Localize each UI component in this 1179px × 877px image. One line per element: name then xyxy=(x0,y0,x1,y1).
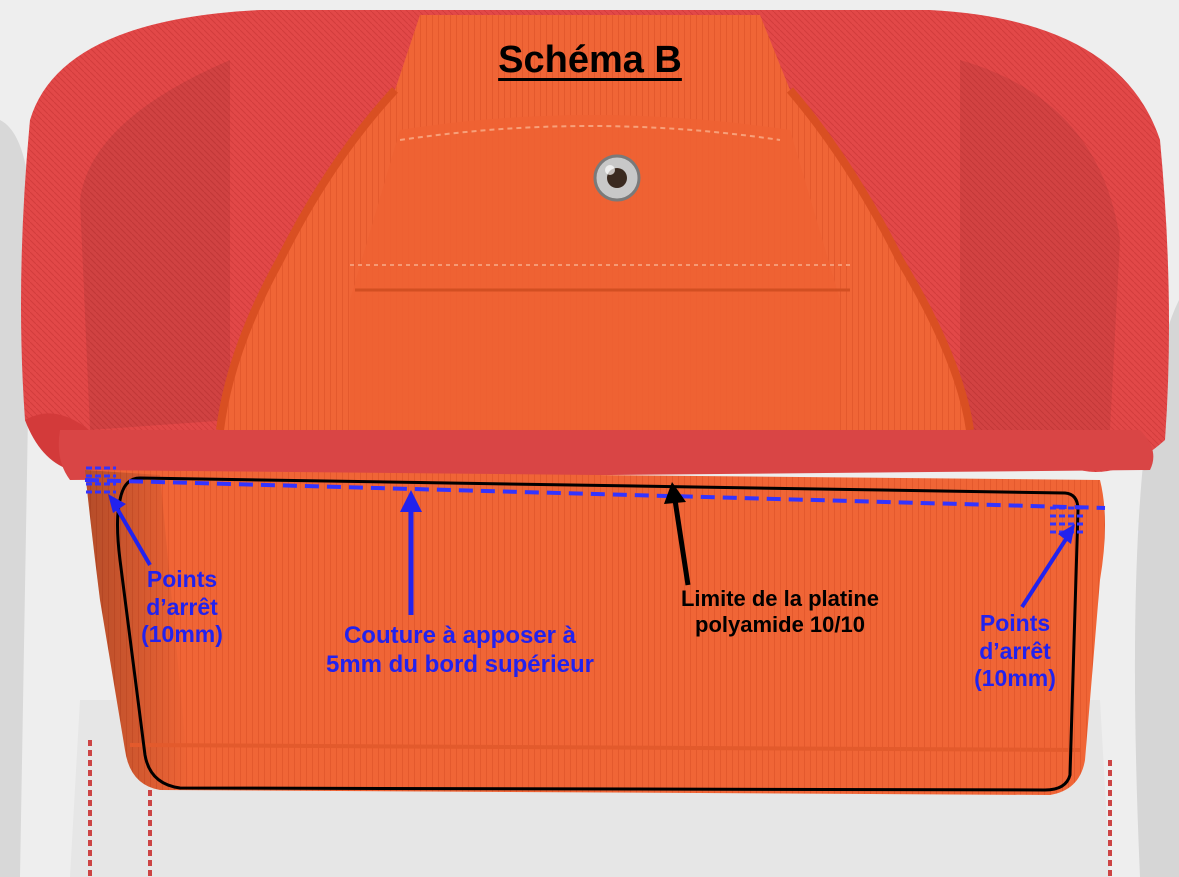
orange-pocket-hem xyxy=(129,743,1081,752)
diagram-title: Schéma B xyxy=(498,39,682,81)
stitch-line xyxy=(84,478,1106,510)
arrow-limite xyxy=(664,482,691,586)
orange-inner-flap-stitch xyxy=(399,125,781,141)
stop-points-left-marks xyxy=(86,466,116,494)
orange-top-strap-edge-left xyxy=(216,87,398,431)
label-points-arret-right: Points d’arrêt (10mm) xyxy=(974,610,1056,692)
arrow-points-right xyxy=(1020,524,1075,609)
label-points-arret-left: Points d’arrêt (10mm) xyxy=(141,566,223,648)
label-couture: Couture à apposer à 5mm du bord supérieu… xyxy=(325,622,595,678)
arrow-couture xyxy=(400,490,422,615)
white-cloth-seam xyxy=(88,740,1112,877)
orange-inner-flap xyxy=(350,115,840,430)
red-bag-inner-shadow xyxy=(80,60,230,430)
grommet-highlight xyxy=(605,165,615,175)
label-limite-platine: Limite de la platine polyamide 10/10 xyxy=(680,586,880,638)
orange-pocket-shadow xyxy=(85,470,190,790)
orange-bottom-pocket xyxy=(85,470,1105,795)
red-bag-right-shadow xyxy=(960,60,1120,430)
red-band xyxy=(58,430,1154,480)
arrow-points-left xyxy=(108,494,152,567)
orange-top-strap-edge-right xyxy=(786,87,974,431)
